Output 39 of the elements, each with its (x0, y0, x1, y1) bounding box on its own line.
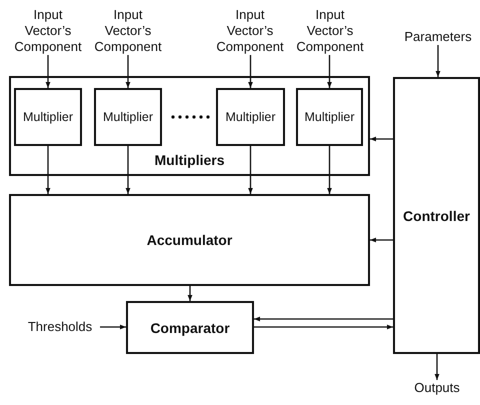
box-label: Multiplier (225, 110, 276, 124)
arrow (327, 55, 332, 88)
arrow (254, 316, 393, 322)
input-label: Input Vector’s Component (213, 7, 287, 55)
output-label: Outputs (405, 380, 469, 398)
arrow (436, 45, 440, 77)
input-label: Input Vector’s Component (11, 7, 85, 55)
controller-box (393, 77, 480, 354)
multiplier-box (14, 88, 82, 146)
arrow (46, 146, 50, 194)
multiplier-box (94, 88, 162, 146)
arrow (327, 146, 332, 194)
arrow (248, 55, 253, 88)
multipliers-panel (9, 76, 370, 176)
arrow (46, 55, 50, 88)
multiplier-box (216, 88, 285, 146)
accumulator-box (9, 194, 370, 286)
input-label: Parameters (400, 29, 476, 45)
box-label: Multiplier (102, 110, 153, 124)
arrow (126, 55, 130, 88)
multiplier-box (296, 88, 363, 146)
arrow (370, 136, 393, 142)
box-label: Multipliers (153, 152, 226, 168)
input-label: Input Vector’s Component (293, 7, 367, 55)
arrow (248, 146, 253, 194)
box-label: Multiplier (304, 110, 354, 124)
box-label: Multiplier (22, 110, 73, 124)
box-label: Comparator (150, 320, 230, 336)
arrow (254, 324, 393, 330)
box-label: Controller (403, 208, 470, 224)
arrow (370, 238, 393, 242)
comparator-box (126, 301, 254, 354)
arrow (126, 146, 130, 194)
arrow (100, 324, 126, 330)
input-label: Thresholds (20, 319, 100, 335)
arrow (188, 286, 192, 301)
arrow (434, 354, 440, 380)
box-label: Accumulator (146, 232, 232, 248)
input-label: Input Vector’s Component (91, 7, 165, 55)
